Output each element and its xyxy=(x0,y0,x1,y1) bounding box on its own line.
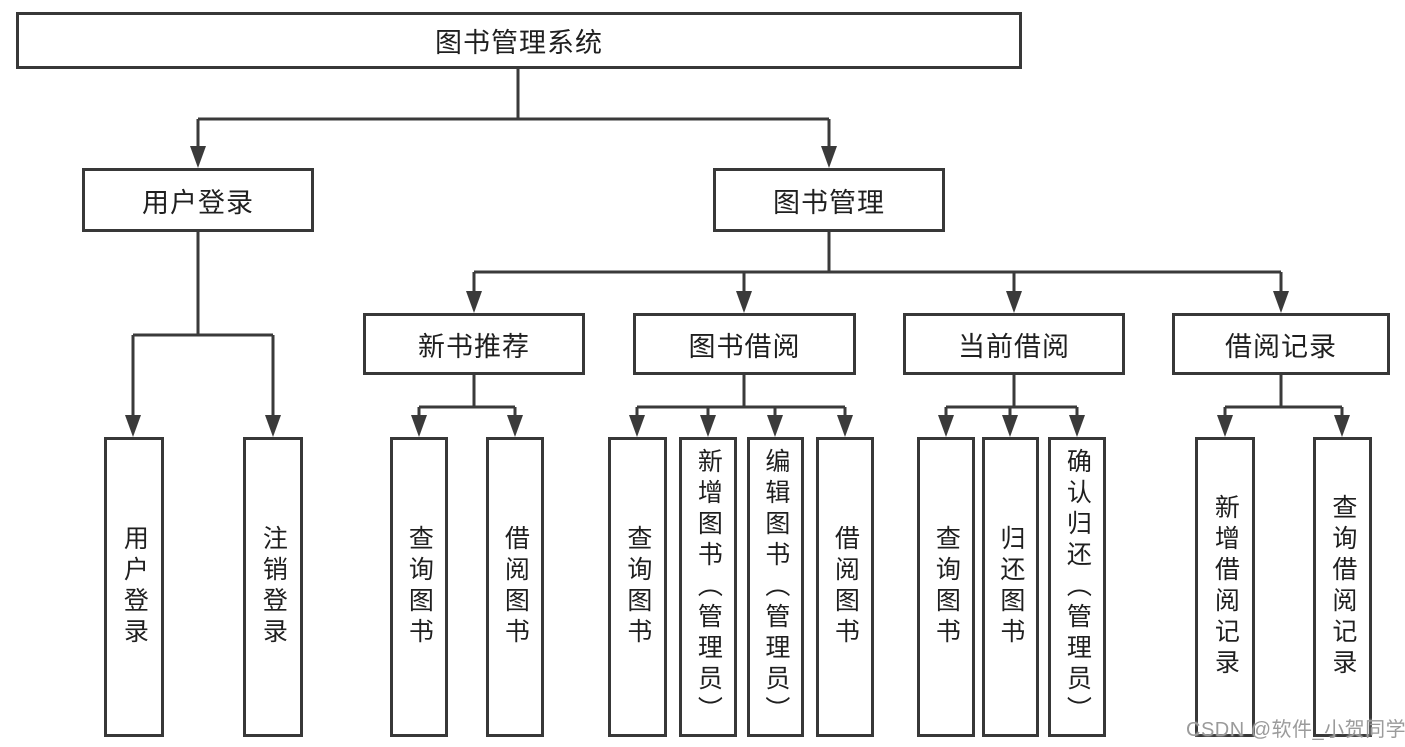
node-borrow-records: 借阅记录 xyxy=(1172,313,1390,375)
leaf-label: 查询图书 xyxy=(405,525,434,649)
leaf-label: 新增借阅记录 xyxy=(1211,494,1240,680)
leaf-edit-books-admin: 编辑图书（管理员） xyxy=(747,437,804,737)
node-new-book-recommend: 新书推荐 xyxy=(363,313,585,375)
leaf-query-books-borrow: 查询图书 xyxy=(608,437,667,737)
connector-new-books-to-leaves xyxy=(411,375,523,437)
leaf-user-login: 用户登录 xyxy=(104,437,164,737)
connector-borrow-records-to-leaves xyxy=(1217,375,1350,437)
leaf-label: 借阅图书 xyxy=(501,525,530,649)
leaf-label: 借阅图书 xyxy=(831,525,860,649)
csdn-watermark: CSDN @软件_小贺同学 xyxy=(1186,719,1405,741)
node-current-borrow: 当前借阅 xyxy=(903,313,1125,375)
leaf-label: 查询图书 xyxy=(623,525,652,649)
leaf-logout: 注销登录 xyxy=(243,437,303,737)
connector-book-borrow-to-leaves xyxy=(629,374,853,437)
leaf-add-borrow-record: 新增借阅记录 xyxy=(1195,437,1255,737)
leaf-label: 查询借阅记录 xyxy=(1328,494,1357,680)
leaf-label: 归还图书 xyxy=(996,525,1025,649)
leaf-borrow-books-recommend: 借阅图书 xyxy=(486,437,544,737)
leaf-add-books-admin: 新增图书（管理员） xyxy=(679,437,737,737)
leaf-query-books-current: 查询图书 xyxy=(917,437,975,737)
connector-root-to-level2 xyxy=(190,69,837,168)
leaf-label: 新增图书（管理员） xyxy=(694,447,723,727)
node-book-borrow: 图书借阅 xyxy=(633,313,856,375)
leaf-label: 编辑图书（管理员） xyxy=(761,447,790,727)
connector-book-mgmt-to-level3 xyxy=(466,232,1289,313)
leaf-label: 注销登录 xyxy=(259,525,288,649)
leaf-label: 确认归还（管理员） xyxy=(1063,447,1092,727)
connector-current-borrow-to-leaves xyxy=(938,375,1085,437)
leaf-confirm-return-admin: 确认归还（管理员） xyxy=(1048,437,1106,737)
node-root-system: 图书管理系统 xyxy=(16,12,1022,69)
leaf-query-books-recommend: 查询图书 xyxy=(390,437,448,737)
leaf-return-books: 归还图书 xyxy=(982,437,1039,737)
node-book-management: 图书管理 xyxy=(713,168,945,232)
leaf-query-borrow-record: 查询借阅记录 xyxy=(1313,437,1372,737)
leaf-borrow-books: 借阅图书 xyxy=(816,437,874,737)
leaf-label: 查询图书 xyxy=(932,525,961,649)
node-user-login: 用户登录 xyxy=(82,168,314,232)
connector-user-login-to-leaves xyxy=(125,232,281,437)
leaf-label: 用户登录 xyxy=(120,525,149,649)
